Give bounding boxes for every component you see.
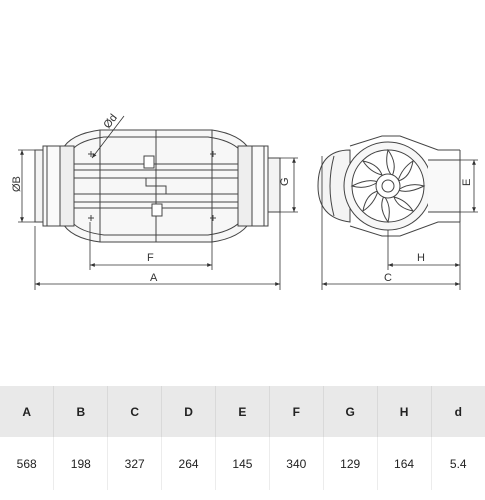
front-dimensions [321,156,478,290]
label-a: A [150,272,158,284]
header-f: F [268,386,324,437]
header-a: A [0,386,54,437]
header-e: E [215,386,270,437]
label-f: F [147,252,154,264]
label-diameter-b: ØB [11,176,23,192]
value-f: 340 [268,437,324,490]
table-header-row: A B C D E F G H d [0,386,485,437]
label-diameter-d: Ød [101,112,119,131]
side-view [34,129,281,243]
header-b: B [53,386,108,437]
label-e: E [461,179,473,186]
table-row: 568 198 327 264 145 340 129 164 5.4 [0,437,485,490]
label-g: G [279,177,291,186]
value-a: 568 [0,437,54,490]
latch-bottom [151,203,163,217]
label-h: H [417,252,425,264]
header-g: G [322,386,378,437]
left-spigot [34,145,62,227]
dimensions-table: A B C D E F G H d 568 198 327 264 145 34… [0,386,485,490]
value-c: 327 [107,437,162,490]
right-spigot [249,145,281,227]
technical-drawing: Ød ØB G F A [11,112,478,290]
header-small-d: d [430,386,485,437]
value-g: 129 [322,437,378,490]
value-e: 145 [215,437,270,490]
header-d: D [161,386,216,437]
value-d: 264 [161,437,216,490]
value-b: 198 [53,437,108,490]
header-h: H [376,386,431,437]
left-clamp [59,145,75,227]
side-dimensions [18,115,298,290]
front-view [317,135,461,237]
label-c: C [384,272,392,284]
header-c: C [107,386,162,437]
impeller [350,148,426,224]
value-h: 164 [376,437,431,490]
value-small-d: 5.4 [430,437,485,490]
front-housing [317,149,351,223]
latch-top [143,155,155,169]
right-clamp [237,145,253,227]
